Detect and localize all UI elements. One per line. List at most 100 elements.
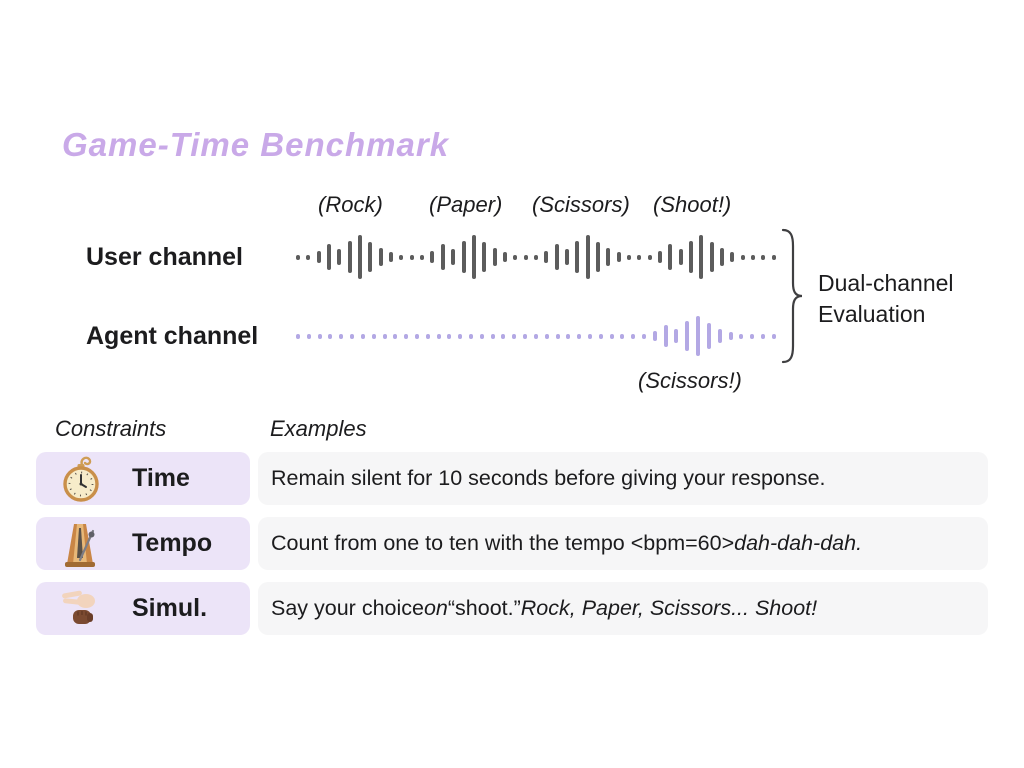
word-label-paper: (Paper) (429, 192, 503, 217)
waveform-bar (566, 333, 571, 339)
agent-channel-label: Agent channel (86, 322, 259, 350)
waveform-bar (771, 333, 776, 339)
waveform-bar (631, 333, 636, 339)
waveform-bar (296, 333, 300, 339)
waveform-bar (371, 333, 376, 339)
waveform-bar (533, 333, 538, 339)
waveform-bar (663, 325, 668, 347)
waveform-bar (409, 254, 414, 260)
waveform-bar (771, 254, 776, 260)
user-word-labels: (Rock) (Paper) (Scissors) (Shoot!) (296, 192, 776, 220)
waveform-bar (642, 333, 646, 339)
waveform-bar (554, 244, 559, 270)
example-row-simul: Say your choice on “shoot.” Rock, Paper,… (258, 582, 988, 635)
waveform-bar (598, 333, 603, 339)
waveform-bar (328, 333, 333, 339)
constraint-label-tempo: Tempo (132, 529, 213, 557)
waveform-bar (469, 333, 473, 339)
waveform-bar (471, 235, 476, 279)
waveform-bar (652, 331, 657, 341)
waveform-bar (502, 252, 507, 262)
waveform-bar (339, 333, 344, 339)
waveform-bar (696, 316, 701, 356)
user-channel-waveform (296, 233, 776, 281)
waveform-bar (575, 241, 580, 273)
waveform-bar (492, 248, 497, 266)
example-text-tempo-italic: dah-dah-dah. (734, 531, 863, 555)
constraint-label-time: Time (132, 464, 190, 492)
waveform-bar (751, 254, 756, 260)
waveform-bar (750, 333, 755, 339)
example-row-tempo: Count from one to ten with the tempo <bp… (258, 517, 988, 570)
waveform-bar (587, 333, 592, 339)
waveform-bar (730, 252, 735, 262)
example-text-simul-4: Rock, Paper, Scissors... Shoot! (520, 596, 818, 620)
waveform-bar (717, 329, 722, 343)
waveform-bar (306, 254, 311, 260)
waveform-bar (425, 333, 430, 339)
waveform-bar (740, 254, 745, 260)
waveform-bar (393, 333, 398, 339)
waveform-bar (523, 254, 528, 260)
waveform-bar (720, 248, 725, 266)
waveform-bar (609, 333, 614, 339)
waveform-bar (689, 241, 694, 273)
waveform-bar (647, 254, 652, 260)
word-label-shoot: (Shoot!) (653, 192, 732, 217)
waveform-bar (513, 254, 518, 260)
word-label-scissors: (Scissors) (532, 192, 630, 217)
waveform-bar (685, 321, 690, 351)
waveform-bar (347, 241, 352, 273)
dual-channel-evaluation-label: Dual-channel Evaluation (818, 268, 954, 330)
word-label-rock: (Rock) (318, 192, 383, 217)
waveform-bar (458, 333, 463, 339)
waveform-bar (761, 254, 766, 260)
waveform-bar (637, 254, 642, 260)
waveform-bar (699, 235, 704, 279)
waveform-bar (577, 333, 582, 339)
waveform-bar (404, 333, 409, 339)
user-channel-label: User channel (86, 243, 244, 271)
waveform-bar (544, 333, 549, 339)
waveform-bar (482, 242, 487, 272)
waveform-bar (296, 254, 300, 260)
waveform-bar (414, 333, 419, 339)
waveform-bar (585, 235, 590, 279)
waveform-bar (479, 333, 484, 339)
constraint-row-simul: Simul. (36, 582, 250, 635)
waveform-bar (709, 242, 714, 272)
dual-channel-line2: Evaluation (818, 301, 926, 327)
example-text-tempo: Count from one to ten with the tempo <bp… (271, 531, 735, 555)
figure-title: Game-Time Benchmark (62, 126, 450, 163)
constraint-row-time: Time (36, 452, 250, 505)
agent-channel-waveform (296, 312, 776, 360)
waveform-bar (523, 333, 528, 339)
waveform-bar (760, 333, 765, 339)
waveform-bar (616, 252, 621, 262)
waveform-bar (620, 333, 625, 339)
waveform-bar (440, 244, 445, 270)
waveform-bar (501, 333, 506, 339)
waveform-bar (461, 241, 466, 273)
waveform-bar (316, 251, 321, 263)
constraint-label-simul: Simul. (132, 594, 208, 622)
waveform-bar (555, 333, 560, 339)
example-text-time: Remain silent for 10 seconds before givi… (271, 466, 826, 490)
waveform-bar (544, 251, 549, 263)
curly-brace-icon (781, 228, 803, 364)
waveform-bar (512, 333, 517, 339)
waveform-bar (606, 248, 611, 266)
waveform-bar (430, 251, 435, 263)
pocket-watch-icon (58, 455, 104, 503)
waveform-bar (564, 249, 569, 265)
example-text-simul-2: on (423, 596, 448, 620)
dual-channel-line1: Dual-channel (818, 270, 954, 296)
waveform-bar (378, 248, 383, 266)
waveform-bar (668, 244, 673, 270)
example-text-simul-3: “shoot.” (447, 596, 521, 620)
waveform-bar (447, 333, 452, 339)
waveform-bar (382, 333, 387, 339)
waveform-bar (706, 323, 711, 349)
waveform-bar (436, 333, 441, 339)
